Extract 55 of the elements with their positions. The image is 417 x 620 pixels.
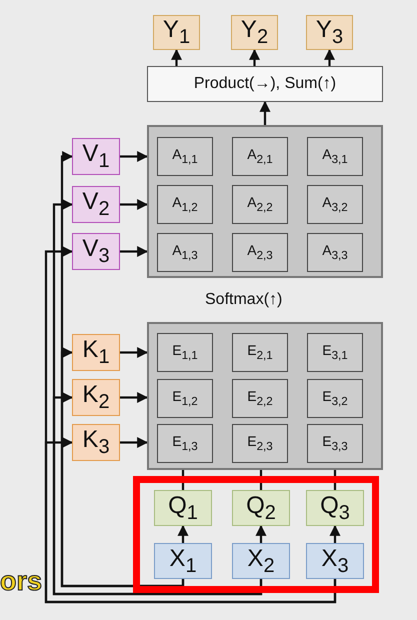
matrix-cell: A$_{3,1}$ [307,137,363,176]
caption-fragment: ors [0,566,42,597]
input-box: X$_{3}$ [306,543,364,579]
arrow [260,100,270,125]
matrix-cell: E$_{3,2}$ [307,379,363,418]
matrix-cell: E$_{3,1}$ [307,333,363,372]
arrow [324,48,335,66]
matrix-cell: A$_{1,1}$ [157,137,213,176]
matrix-cell: A$_{2,3}$ [232,233,288,272]
arrow [120,347,148,358]
value-box: V$_{1}$ [72,138,120,175]
arrow [171,48,182,66]
value-box: V$_{2}$ [72,186,120,223]
matrix-cell: E$_{2,3}$ [232,424,288,463]
matrix-cell: A$_{3,3}$ [307,233,363,272]
matrix-cell: E$_{3,3}$ [307,424,363,463]
highlight-frame [133,476,379,593]
arrow [330,524,340,543]
output-box: Y$_{2}$ [231,15,278,50]
operation-box: Product(→), Sum(↑) [147,66,383,102]
arrow [249,48,260,66]
matrix-cell: A$_{1,2}$ [157,185,213,224]
arrow [120,151,148,162]
matrix-cell: A$_{2,2}$ [232,185,288,224]
query-box: Q$_{3}$ [306,490,364,526]
arrow [60,347,184,588]
arrow [120,199,148,210]
matrix-cell: E$_{1,2}$ [157,379,213,418]
query-box: Q$_{1}$ [154,490,212,526]
matrix-panel [147,125,383,278]
output-box: Y$_{3}$ [306,15,353,50]
matrix-cell: E$_{2,2}$ [232,379,288,418]
input-box: X$_{2}$ [232,543,290,579]
matrix-cell: E$_{1,3}$ [157,424,213,463]
key-box: K$_{3}$ [72,424,120,461]
key-box: K$_{2}$ [72,379,120,416]
query-box: Q$_{2}$ [232,490,290,526]
arrow [120,246,148,257]
output-box: Y$_{1}$ [153,15,200,50]
matrix-cell: A$_{1,3}$ [157,233,213,272]
arrow [52,392,262,596]
arrow [120,392,148,403]
matrix-cell: E$_{2,1}$ [232,333,288,372]
input-box: X$_{1}$ [154,543,212,579]
arrow [120,437,148,448]
matrix-cell: A$_{3,2}$ [307,185,363,224]
arrow [256,524,266,543]
matrix-cell: E$_{1,1}$ [157,333,213,372]
key-box: K$_{1}$ [72,334,120,371]
arrow [44,437,336,604]
arrow [178,524,188,543]
matrix-panel [147,322,383,470]
matrix-cell: A$_{2,1}$ [232,137,288,176]
softmax-label: Softmax(↑) [205,291,282,309]
value-box: V$_{3}$ [72,233,120,270]
